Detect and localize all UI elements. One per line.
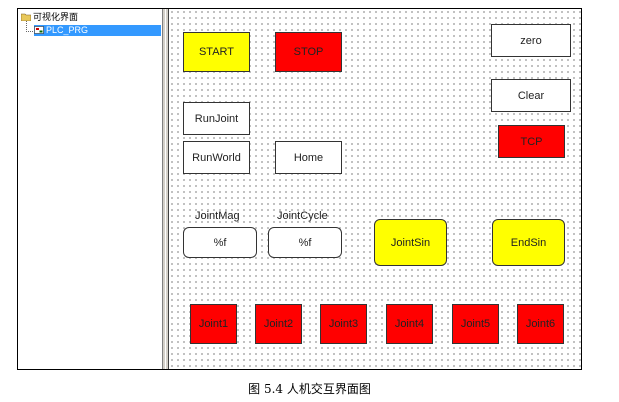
joint-sin-button[interactable]: JointSin (374, 219, 447, 266)
pane-splitter[interactable] (162, 9, 169, 369)
joint-mag-field[interactable]: %f (183, 227, 257, 258)
stop-button[interactable]: STOP (275, 32, 342, 72)
start-button[interactable]: START (183, 32, 250, 72)
end-sin-button[interactable]: EndSin (492, 219, 565, 266)
tcp-button[interactable]: TCP (498, 125, 565, 158)
clear-button[interactable]: Clear (491, 79, 571, 112)
visualization-canvas[interactable]: START STOP zero Clear TCP RunJoint RunWo… (169, 9, 581, 369)
figure-caption: 图 5.4 人机交互界面图 (248, 382, 371, 396)
run-world-button[interactable]: RunWorld (183, 141, 250, 174)
tree-connector (26, 21, 35, 32)
visualization-icon (34, 26, 44, 34)
tree-root-label: 可视化界面 (33, 12, 79, 22)
joint6-button[interactable]: Joint6 (517, 304, 564, 344)
visualization-editor: 可视化界面 PLC_PRG START STOP zero Clear TCP … (17, 8, 582, 370)
joint3-button[interactable]: Joint3 (320, 304, 367, 344)
joint-mag-label: JointMag (195, 210, 240, 222)
run-joint-button[interactable]: RunJoint (183, 102, 250, 135)
joint4-button[interactable]: Joint4 (386, 304, 433, 344)
joint2-button[interactable]: Joint2 (255, 304, 302, 344)
tree-root-item[interactable]: 可视化界面 (20, 12, 79, 23)
folder-icon (20, 13, 32, 22)
joint1-button[interactable]: Joint1 (190, 304, 237, 344)
home-button[interactable]: Home (275, 141, 342, 174)
tree-item-label: PLC_PRG (46, 25, 89, 35)
joint-cycle-field[interactable]: %f (268, 227, 342, 258)
object-tree: 可视化界面 PLC_PRG (18, 9, 162, 369)
joint-cycle-label: JointCycle (277, 210, 328, 222)
joint5-button[interactable]: Joint5 (452, 304, 499, 344)
zero-button[interactable]: zero (491, 24, 571, 57)
tree-item-plc-prg[interactable]: PLC_PRG (34, 25, 161, 36)
